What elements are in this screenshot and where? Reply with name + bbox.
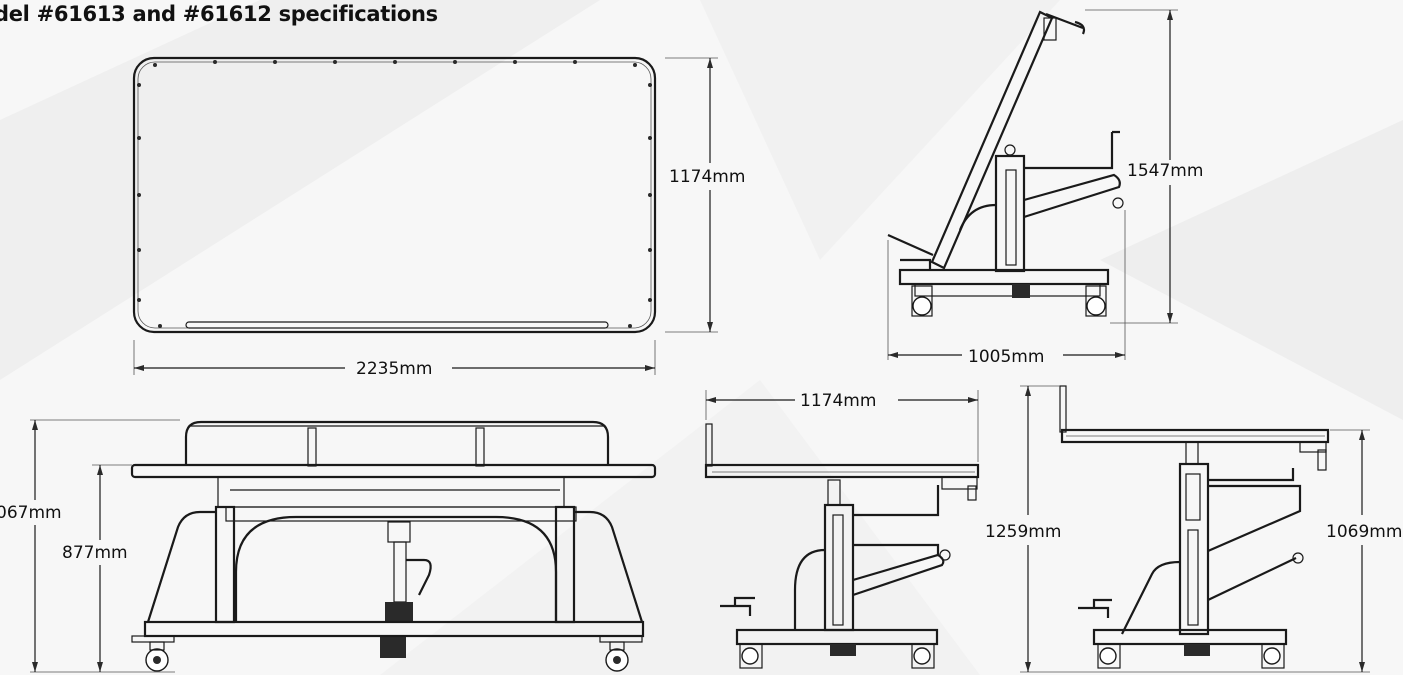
tilt-length-dimension: 1005mm [887, 210, 1126, 367]
page-title: del #61613 and #61612 specifications [0, 2, 438, 26]
side-max-height-label: 1259mm [985, 522, 1061, 542]
side-view-high [704, 423, 980, 669]
tilt-length-label: 1005mm [968, 347, 1044, 367]
top-depth-dimension: 1174mm [665, 57, 745, 333]
side-width-dimension: 1174mm [705, 390, 979, 462]
top-width-label: 2235mm [356, 359, 432, 379]
side-width-label: 1174mm [800, 391, 876, 411]
top-width-dimension: 2235mm [133, 340, 656, 379]
tilt-height-dimension: 1547mm [1085, 9, 1203, 324]
front-height-dimensions: 067mm 877mm [0, 419, 180, 673]
front-height-left-label: 067mm [0, 503, 62, 523]
top-depth-label: 1174mm [669, 167, 745, 187]
tilt-height-label: 1547mm [1127, 161, 1203, 181]
side-view-low [1059, 385, 1330, 669]
tilted-side-view [887, 10, 1124, 317]
front-view [130, 420, 657, 672]
side-height-dimensions: 1259mm 1069mm [985, 385, 1402, 673]
top-view [132, 56, 657, 334]
side-low-height-label: 1069mm [1326, 522, 1402, 542]
front-height-right-label: 877mm [62, 543, 128, 563]
